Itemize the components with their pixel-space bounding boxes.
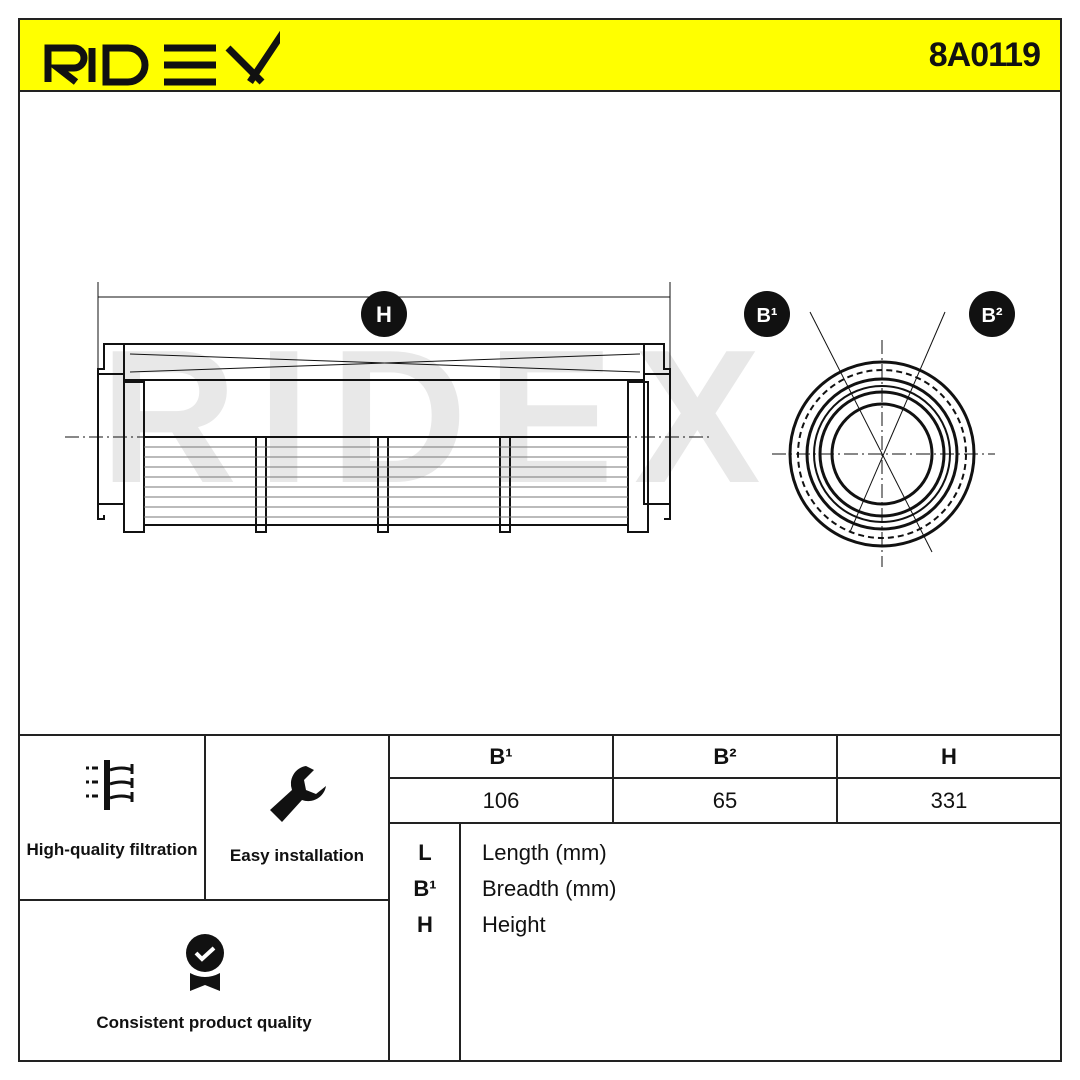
- dim-value-h: 331: [838, 779, 1060, 824]
- feature-label: Easy installation: [229, 846, 365, 865]
- legend-key: H: [417, 912, 433, 937]
- feature-label: High-quality filtration: [26, 840, 198, 859]
- legend-text: Breadth (mm): [482, 876, 617, 901]
- dimension-label-h: H: [361, 291, 407, 337]
- dimension-label-b2: B²: [969, 291, 1015, 337]
- dimension-label-b1: B¹: [744, 291, 790, 337]
- watermark: RIDEX: [100, 311, 781, 523]
- legend-key: B¹: [413, 876, 437, 901]
- header-bar: 8A0119: [20, 20, 1060, 92]
- legend-key: L: [418, 840, 432, 865]
- dim-header-b2: B²: [614, 734, 838, 779]
- part-number: 8A0119: [928, 36, 1041, 74]
- ridex-logo: [44, 30, 280, 86]
- svg-text:B²: B²: [981, 305, 1002, 327]
- dim-value-b2: 65: [614, 779, 838, 824]
- feature-installation: Easy installation: [206, 734, 390, 899]
- svg-text:H: H: [376, 302, 392, 327]
- wrench-icon: [270, 766, 326, 822]
- svg-text:B¹: B¹: [756, 305, 777, 327]
- dim-value-b1: 106: [390, 779, 614, 824]
- filtration-icon: [86, 760, 134, 810]
- quality-badge-icon: [186, 934, 224, 991]
- product-sheet: 8A0119 RIDEX: [18, 18, 1062, 1062]
- feature-filtration: High-quality filtration: [20, 734, 206, 899]
- feature-label: Consistent product quality: [96, 1013, 312, 1032]
- legend-keys: [390, 824, 461, 1062]
- technical-drawing: RIDEX H: [20, 92, 1060, 734]
- feature-quality: Consistent product quality: [20, 899, 390, 1062]
- legend-text: Length (mm): [482, 840, 607, 865]
- dim-header-b1: B¹: [390, 734, 614, 779]
- dim-header-h: H: [838, 734, 1060, 779]
- legend-text: Height: [482, 912, 546, 937]
